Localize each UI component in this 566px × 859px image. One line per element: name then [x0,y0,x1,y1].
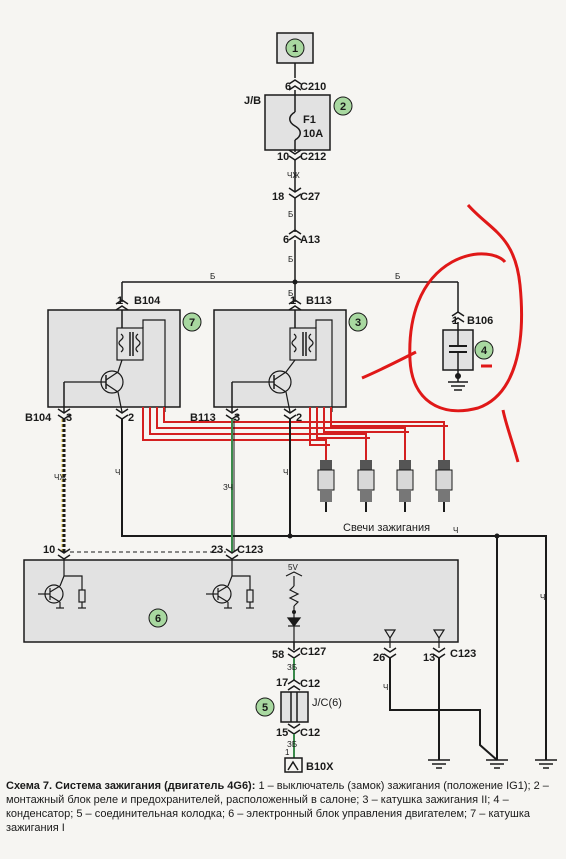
component-4-badge [474,340,494,360]
component-7-badge [182,312,202,332]
component-1-badge [285,38,305,58]
b10x-connector [284,757,303,773]
wire-zb-2: ЗБ [287,740,297,749]
pin-26-c123: 26 [373,652,385,664]
component-5-badge [255,697,275,717]
wire-ch-right: Ч [540,593,545,602]
component-3-badge [348,312,368,332]
connector-b113-top: B113 [306,295,332,307]
ignition-coil-1 [47,309,181,408]
spark-plug-3 [396,460,414,512]
pin-13-c123: 13 [423,652,435,664]
ground-symbols [428,759,557,769]
component-5-number: 5 [262,702,268,714]
pin-58-c127: 58 [272,649,284,661]
connector-b104-top: B104 [134,295,161,307]
fuse-f1-label: F1 [303,114,316,126]
wire-zch-b113: ЗЧ [223,483,233,492]
pin-2-b104: 2 [128,412,134,424]
component-2-number: 2 [340,101,346,113]
pin-1-b106: 1 [452,315,458,327]
wire-b-2: Б [288,255,293,264]
spark-plug-2 [357,460,375,512]
pin-17-c12: 17 [276,677,288,689]
voltage-5v-label: 5V [288,563,298,572]
pin-2-b113: 2 [296,412,302,424]
fuse-f1-symbol [289,111,301,141]
wire-chzh-top: ЧЖ [287,171,300,180]
jb-label: J/B [244,95,261,107]
wire-ch-bus: Ч [453,526,458,535]
ecu-ground-terminals [383,629,446,648]
wire-chzh-b104: ЧЖ [54,473,67,482]
connector-c127: C127 [300,646,326,658]
wire-ch-b104: Ч [115,468,120,477]
connector-block-jc6 [280,691,309,723]
ecu-driver-2 [206,560,254,609]
connector-b10x: B10X [306,761,334,773]
ecu-box [23,559,459,643]
component-6-number: 6 [155,613,161,625]
connector-c27: C27 [300,191,320,203]
pin-6-c210: 6 [285,81,291,93]
caption-title: Схема 7. Система зажигания (двигатель 4G… [6,780,256,792]
pin-3-b104: 3 [66,412,72,424]
connector-c210: C210 [300,81,326,93]
component-7-number: 7 [189,317,195,329]
connector-a13: A13 [300,234,320,246]
connector-b106: B106 [467,315,493,327]
wire-zb-1: ЗБ [287,663,297,672]
junction-block [264,94,331,151]
pin-6-a13: 6 [283,234,289,246]
connector-c12-top: C12 [300,678,320,690]
connector-c123-top: C123 [237,544,263,556]
wire-b-4: Б [395,272,400,281]
connector-b104-bottom: B104 [25,412,52,424]
fuse-rating: 10A [303,128,323,140]
pin-10-c212: 10 [277,151,289,163]
component-4-number: 4 [481,345,488,357]
spark-plug-4 [435,460,453,512]
pin-3-b113: 3 [234,412,240,424]
ignition-coil-2 [213,309,347,408]
connector-c12-bottom: C12 [300,727,320,739]
red-annotation-circle [408,204,524,413]
connector-c212: C212 [300,151,326,163]
pin-10-c123: 10 [43,544,55,556]
wire-b-5: Б [288,289,293,298]
wire-ch-26: Ч [383,683,388,692]
component-6-badge [148,608,168,628]
component-3-number: 3 [355,317,361,329]
jc6-label: J/C(6) [312,697,342,709]
ecu-driver-1 [38,560,86,609]
figure-caption: Схема 7. Система зажигания (двигатель 4G… [6,779,562,835]
component-1-number: 1 [292,43,298,55]
wire-ch-b113: Ч [283,468,288,477]
pin-1-b10x: 1 [285,748,290,757]
connector-c123-bottom: C123 [450,648,476,660]
caption-text: 1 – выключатель (замок) зажигания (полож… [6,780,549,834]
ignition-wiring-diagram: 1 6 C210 J/B 2 F1 10A 10 C212 ЧЖ 18 C27 … [23,32,557,773]
pin-18-c27: 18 [272,191,284,203]
red-annotation-arrow-bottom [501,409,520,463]
spark-plugs-label: Свечи зажигания [343,522,430,534]
pin-15-c12: 15 [276,727,288,739]
component-2-badge [333,96,353,116]
wire-b-3: Б [210,272,215,281]
wire-b-1: Б [288,210,293,219]
pin-23-c123: 23 [211,544,223,556]
red-annotation-arrow-left [361,350,417,380]
spark-plug-1 [317,460,335,512]
